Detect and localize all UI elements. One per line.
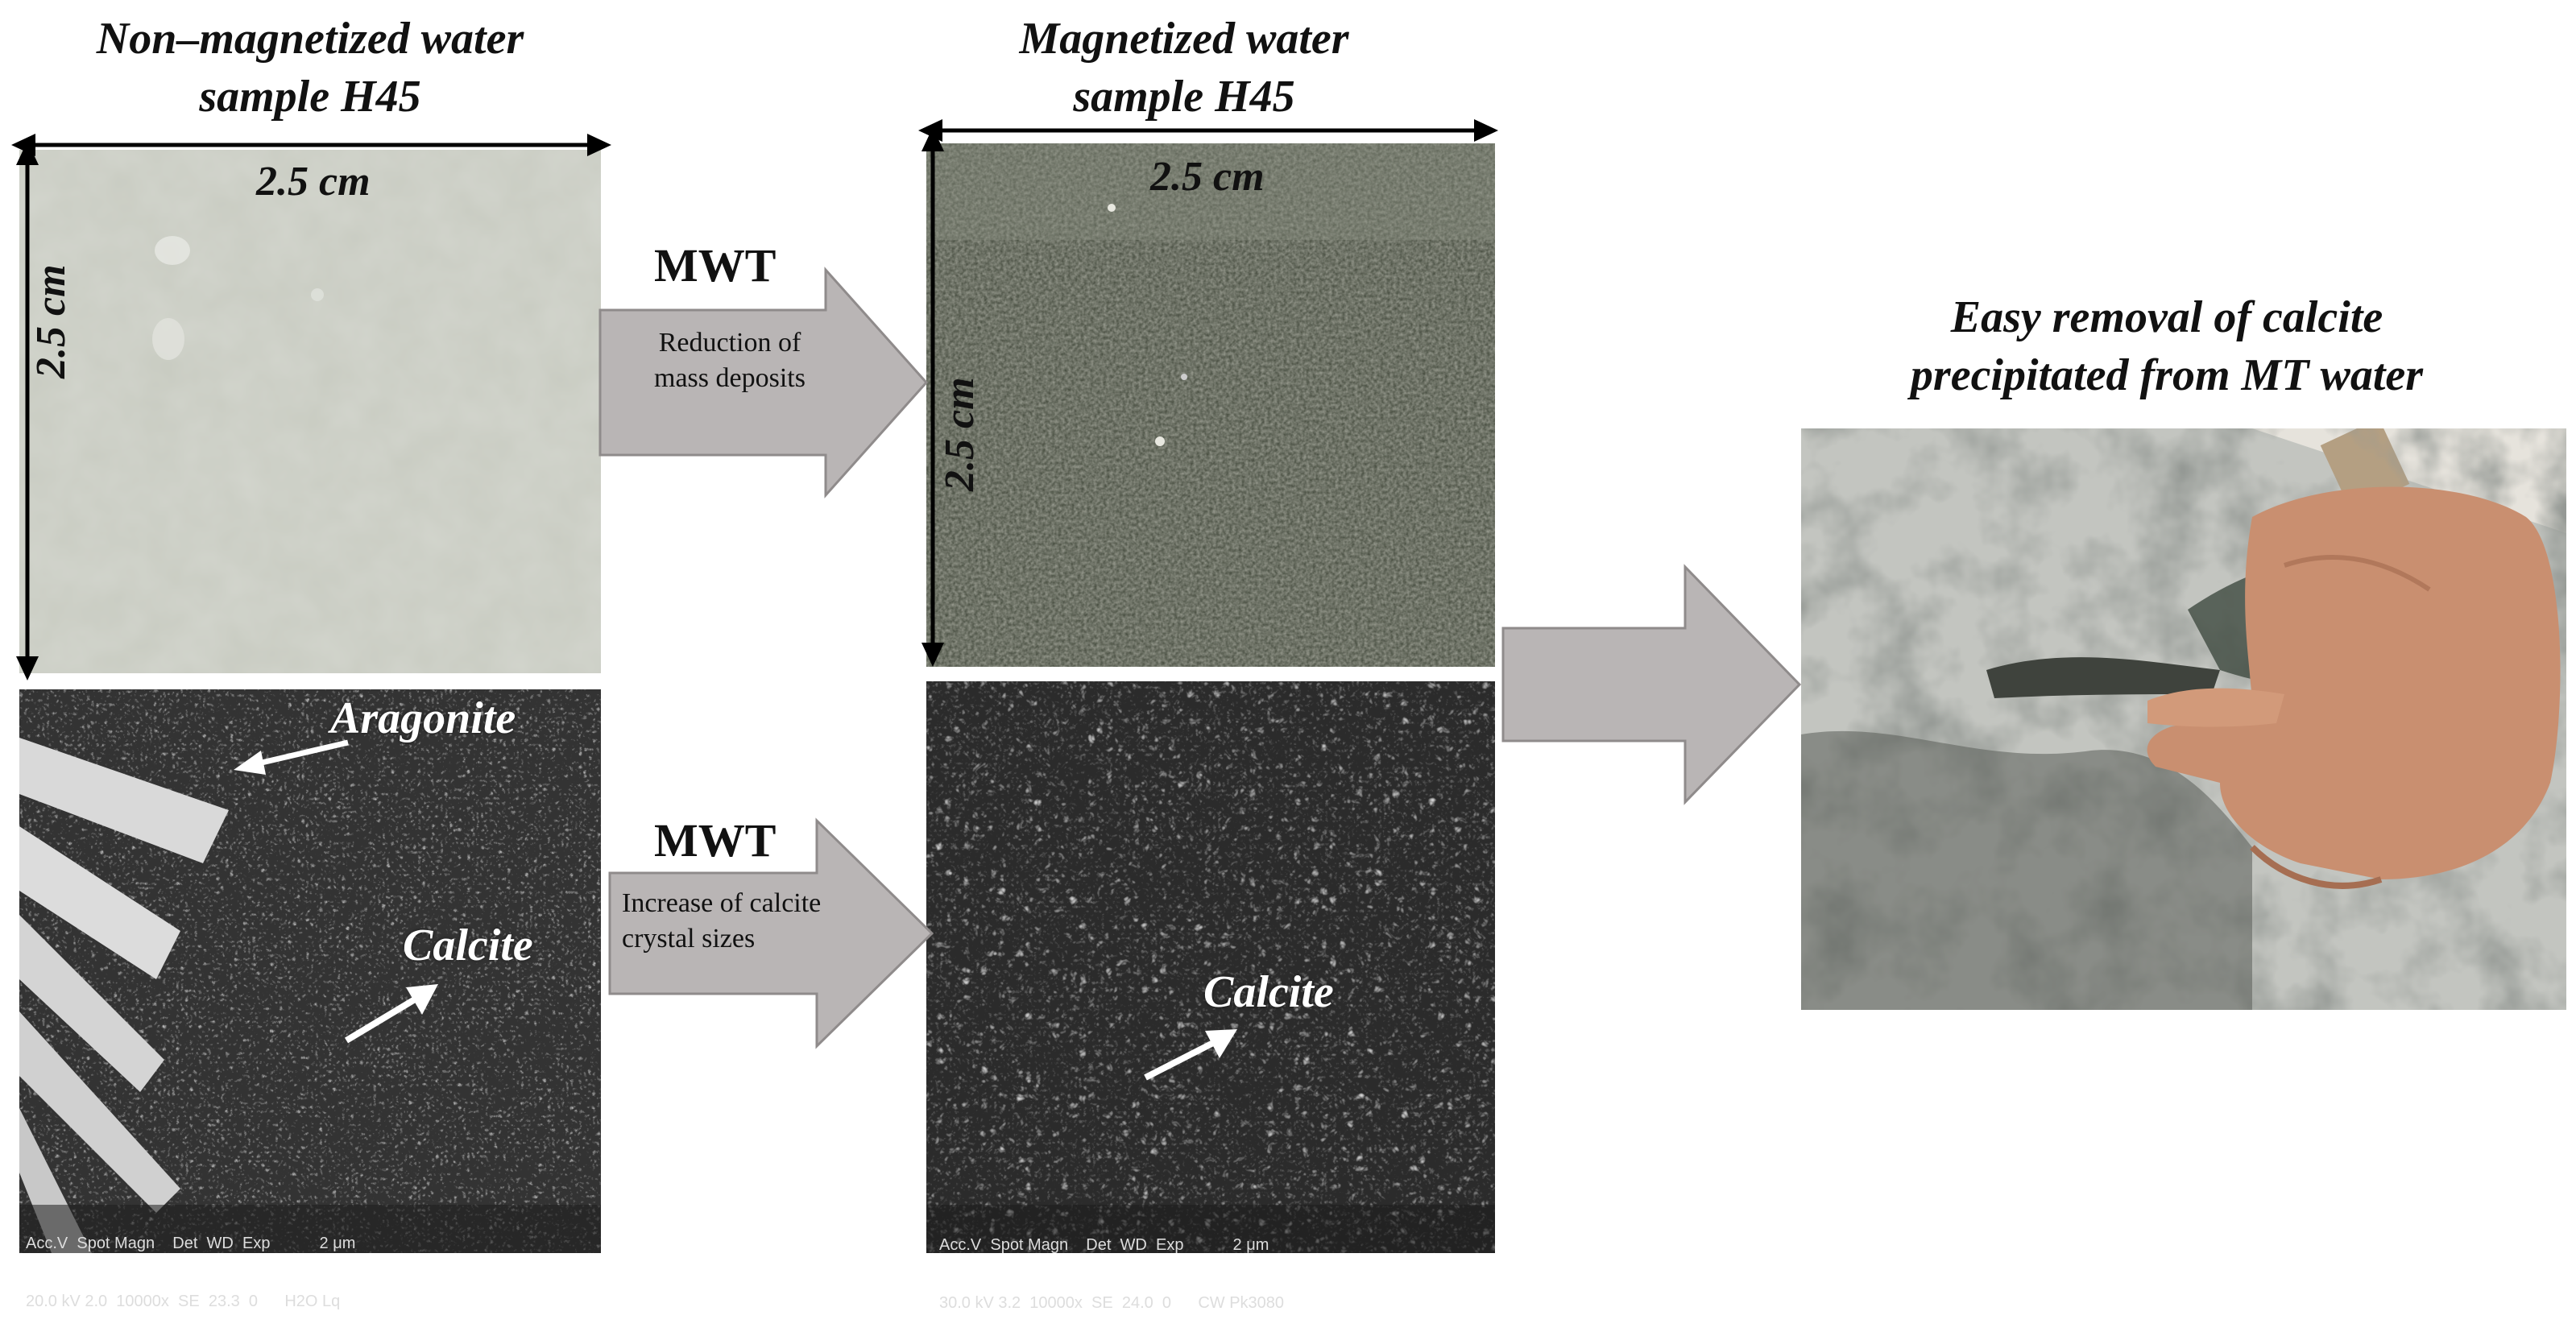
sem-info-bar-middle: Acc.V Spot Magn Det WD Exp 2 μm 30.0 kV … bbox=[939, 1197, 1284, 1332]
right-title-line2: precipitated from MT water bbox=[1910, 350, 2424, 400]
calcite-pointer-arrow-left bbox=[344, 984, 438, 1044]
sem-calcite-label-middle: Calcite bbox=[1203, 967, 1334, 1017]
mwt-bottom-label: MWT bbox=[654, 814, 777, 867]
middle-title-line2: sample H45 bbox=[1073, 72, 1295, 122]
left-title-line2: sample H45 bbox=[199, 72, 421, 122]
non-magnetized-sem-image bbox=[19, 689, 601, 1253]
middle-sample-title: Magnetized water sample H45 bbox=[878, 10, 1490, 126]
calcite-pointer-arrow-middle bbox=[1144, 1029, 1237, 1081]
mwt-top-description: Reduction of mass deposits bbox=[625, 325, 835, 396]
middle-title-line1: Magnetized water bbox=[1019, 14, 1349, 64]
middle-height-dimension-arrow bbox=[921, 127, 944, 667]
mwt-top-label: MWT bbox=[654, 239, 777, 292]
mwt-bottom-line2: crystal sizes bbox=[622, 924, 756, 953]
sem-left-footer-line2: 20.0 kV 2.0 10000x SE 23.3 0 H2O Lq bbox=[26, 1293, 341, 1310]
magnetized-sem-image bbox=[926, 681, 1495, 1253]
magnetized-sample-photo bbox=[926, 143, 1495, 667]
mwt-top-arrow bbox=[598, 267, 929, 498]
mwt-bottom-arrow bbox=[608, 817, 934, 1049]
sem-left-footer-line1: Acc.V Spot Magn Det WD Exp 2 μm bbox=[26, 1235, 356, 1252]
mwt-top-line2: mass deposits bbox=[654, 363, 806, 393]
non-magnetized-sample-photo bbox=[19, 150, 601, 673]
sem-info-bar-left: Acc.V Spot Magn Det WD Exp 2 μm 20.0 kV … bbox=[26, 1195, 355, 1330]
sem-aragonite-label: Aragonite bbox=[330, 693, 516, 743]
sem-middle-footer-line1: Acc.V Spot Magn Det WD Exp 2 μm bbox=[939, 1236, 1269, 1254]
mwt-top-line1: Reduction of bbox=[658, 328, 801, 358]
mwt-bottom-description: Increase of calcite crystal sizes bbox=[622, 886, 831, 957]
left-title-line1: Non–magnetized water bbox=[96, 14, 524, 64]
left-width-label: 2.5 cm bbox=[256, 159, 371, 205]
calcite-removal-photo bbox=[1801, 428, 2566, 1010]
middle-width-label: 2.5 cm bbox=[1150, 154, 1265, 200]
sem-middle-footer-line2: 30.0 kV 3.2 10000x SE 24.0 0 CW Pk3080 bbox=[939, 1294, 1285, 1312]
left-width-dimension-arrow bbox=[11, 134, 611, 156]
aragonite-pointer-arrow bbox=[234, 739, 349, 775]
middle-height-label: 2.5 cm bbox=[937, 377, 983, 491]
middle-width-dimension-arrow bbox=[918, 119, 1498, 142]
left-height-dimension-arrow bbox=[16, 141, 39, 680]
sem-calcite-label-left: Calcite bbox=[403, 920, 533, 970]
result-arrow bbox=[1501, 564, 1802, 805]
mwt-bottom-line1: Increase of calcite bbox=[622, 888, 822, 918]
left-height-label: 2.5 cm bbox=[28, 264, 74, 379]
calcite-removal-title: Easy removal of calcite precipitated fro… bbox=[1772, 288, 2562, 404]
right-title-line1: Easy removal of calcite bbox=[1950, 292, 2383, 342]
left-sample-title: Non–magnetized water sample H45 bbox=[0, 10, 620, 126]
